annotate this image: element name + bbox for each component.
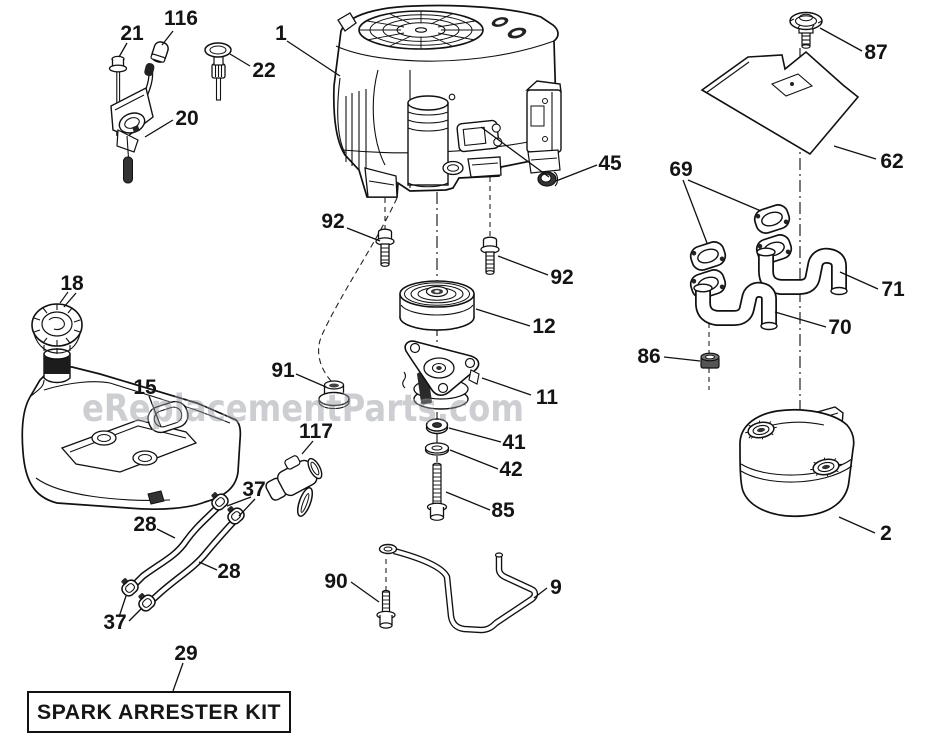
callout-washer-42: 42 [499, 458, 522, 481]
callout-bolt-21: 21 [120, 22, 144, 45]
muffler [739, 406, 855, 518]
fuel-tank [21, 348, 242, 510]
fuel-tank-neck [43, 348, 71, 384]
callout-bolt-85: 85 [491, 499, 515, 522]
callout-line-28-lower: 28 [217, 560, 241, 583]
wire-form [378, 543, 539, 634]
callout-bolt-90: 90 [324, 570, 347, 593]
heat-shield [700, 50, 860, 156]
rubber-cap [150, 41, 169, 63]
dipstick [204, 42, 232, 101]
fuel-cap [31, 291, 83, 354]
callout-clutch-11: 11 [536, 386, 559, 409]
callout-pipe-71: 71 [881, 278, 905, 301]
lock-washer [425, 418, 449, 435]
callout-clamp-37-bottom: 37 [103, 611, 126, 634]
engine-oil-plugs [491, 17, 527, 39]
callout-pulley-12: 12 [532, 315, 555, 338]
spark-arrester-kit-box: SPARK ARRESTER KIT [27, 691, 291, 733]
callout-nut-45: 45 [598, 152, 622, 175]
callout-cap-18: 18 [60, 272, 84, 295]
engine-connector [456, 119, 503, 153]
engine-crank-housing [407, 95, 449, 188]
shield-screw [789, 11, 823, 49]
callout-bolt-92-left: 92 [321, 210, 344, 233]
callout-screw-87: 87 [864, 41, 887, 64]
fuel-line-lower [146, 515, 240, 606]
callout-dipstick-22: 22 [252, 59, 275, 82]
flat-washer [424, 442, 450, 456]
flywheel-fan-screen [358, 10, 484, 50]
tank-bushing [318, 380, 350, 410]
callout-valve-117: 117 [299, 420, 333, 443]
watermark: eReplacementParts.com [82, 387, 524, 430]
wire-form-bolt [376, 589, 396, 629]
engine-starter-block [525, 80, 562, 174]
callout-shield-62: 62 [880, 150, 903, 173]
callout-line-28-upper: 28 [133, 513, 157, 536]
engine-mount-bolt-left [375, 228, 395, 267]
fuel-shutoff-valve [265, 455, 323, 517]
callout-bushing-91: 91 [271, 359, 295, 382]
spark-arrester-kit-label: SPARK ARRESTER KIT [37, 700, 281, 724]
callout-clamp-37-top: 37 [242, 478, 265, 501]
callout-bracket-20: 20 [175, 107, 198, 130]
leader-lines [63, 27, 879, 692]
callout-muffler-2: 2 [880, 522, 892, 545]
callout-engine-1: 1 [275, 22, 287, 45]
engine-vent-hole [448, 93, 456, 101]
callout-kit-29: 29 [174, 642, 197, 665]
callout-wire-9: 9 [550, 576, 562, 599]
engine-mount-bolt-right [480, 236, 500, 275]
callout-nut-86: 86 [637, 345, 660, 368]
pulley [399, 280, 475, 331]
callout-pipe-70: 70 [828, 316, 851, 339]
engine-top-tab [337, 12, 357, 32]
exhaust-pipe-upper [756, 247, 848, 296]
control-bracket [110, 63, 155, 184]
engine [332, 4, 562, 198]
callout-bolt-92-right: 92 [550, 266, 573, 289]
clutch-bolt [426, 462, 448, 521]
callout-washer-41: 41 [502, 431, 526, 454]
governor-rod-bolt [108, 55, 128, 136]
flange-nut [700, 352, 720, 369]
callout-tank-15: 15 [133, 376, 157, 399]
callout-gaskets-69: 69 [669, 158, 692, 181]
engine-mounting-feet [364, 156, 502, 198]
callout-cap-116: 116 [164, 7, 198, 30]
exhaust-pipe-lower [693, 281, 778, 331]
fuel-line-upper [130, 501, 224, 589]
connector-nut [537, 171, 559, 187]
electric-clutch [402, 340, 480, 410]
